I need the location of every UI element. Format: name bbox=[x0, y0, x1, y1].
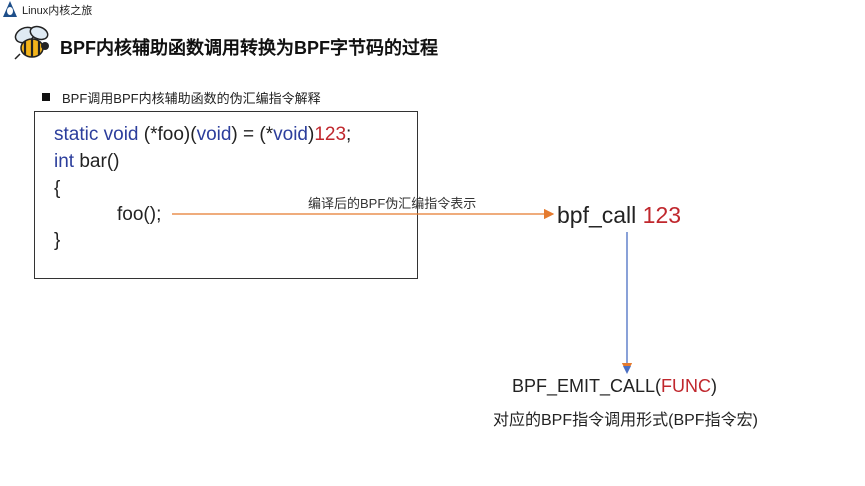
code-keyword: void bbox=[273, 124, 308, 145]
code-number: 123 bbox=[314, 124, 347, 145]
code-text: bar() bbox=[74, 151, 120, 172]
code-keyword: void bbox=[196, 124, 232, 145]
emit-func: FUNC bbox=[661, 376, 712, 396]
page-title: BPF内核辅助函数调用转换为BPF字节码的过程 bbox=[60, 38, 438, 58]
code-text: ) = (* bbox=[231, 124, 274, 145]
bee-icon bbox=[14, 25, 49, 60]
bpf-call-name: bpf_call bbox=[557, 202, 637, 228]
bpf-call-instruction: bpf_call 123 bbox=[557, 202, 681, 229]
code-text: ; bbox=[346, 124, 352, 145]
code-text: ) bbox=[307, 124, 315, 145]
penguin-logo-icon bbox=[3, 1, 17, 17]
code-text: (*foo)( bbox=[138, 124, 197, 145]
code-line-4: foo(); bbox=[117, 204, 162, 225]
code-line-1: static void (*foo)(void) = (*void)123; bbox=[54, 124, 351, 146]
code-keyword: static void bbox=[54, 124, 139, 145]
bpf-call-number: 123 bbox=[642, 202, 682, 228]
translate-arrowhead bbox=[623, 366, 631, 374]
code-line-5: } bbox=[54, 230, 61, 251]
code-keyword: int bbox=[54, 151, 75, 172]
code-box: static void (*foo)(void) = (*void)123; i… bbox=[34, 111, 418, 279]
brand-text: Linux内核之旅 bbox=[22, 5, 93, 17]
code-line-2: int bar() bbox=[54, 151, 119, 173]
emit-prefix: BPF_EMIT_CALL( bbox=[512, 376, 662, 396]
compile-arrow-label: 编译后的BPF伪汇编指令表示 bbox=[308, 196, 477, 211]
emit-suffix: ) bbox=[711, 376, 718, 396]
emit-description: 对应的BPF指令调用形式(BPF指令宏) bbox=[493, 412, 758, 429]
bullet-square bbox=[42, 93, 50, 101]
emit-call-macro: BPF_EMIT_CALL(FUNC) bbox=[512, 376, 717, 397]
subtitle: BPF调用BPF内核辅助函数的伪汇编指令解释 bbox=[62, 91, 321, 106]
code-line-3: { bbox=[54, 178, 61, 199]
top-bar: Linux内核之旅 bbox=[0, 0, 865, 18]
